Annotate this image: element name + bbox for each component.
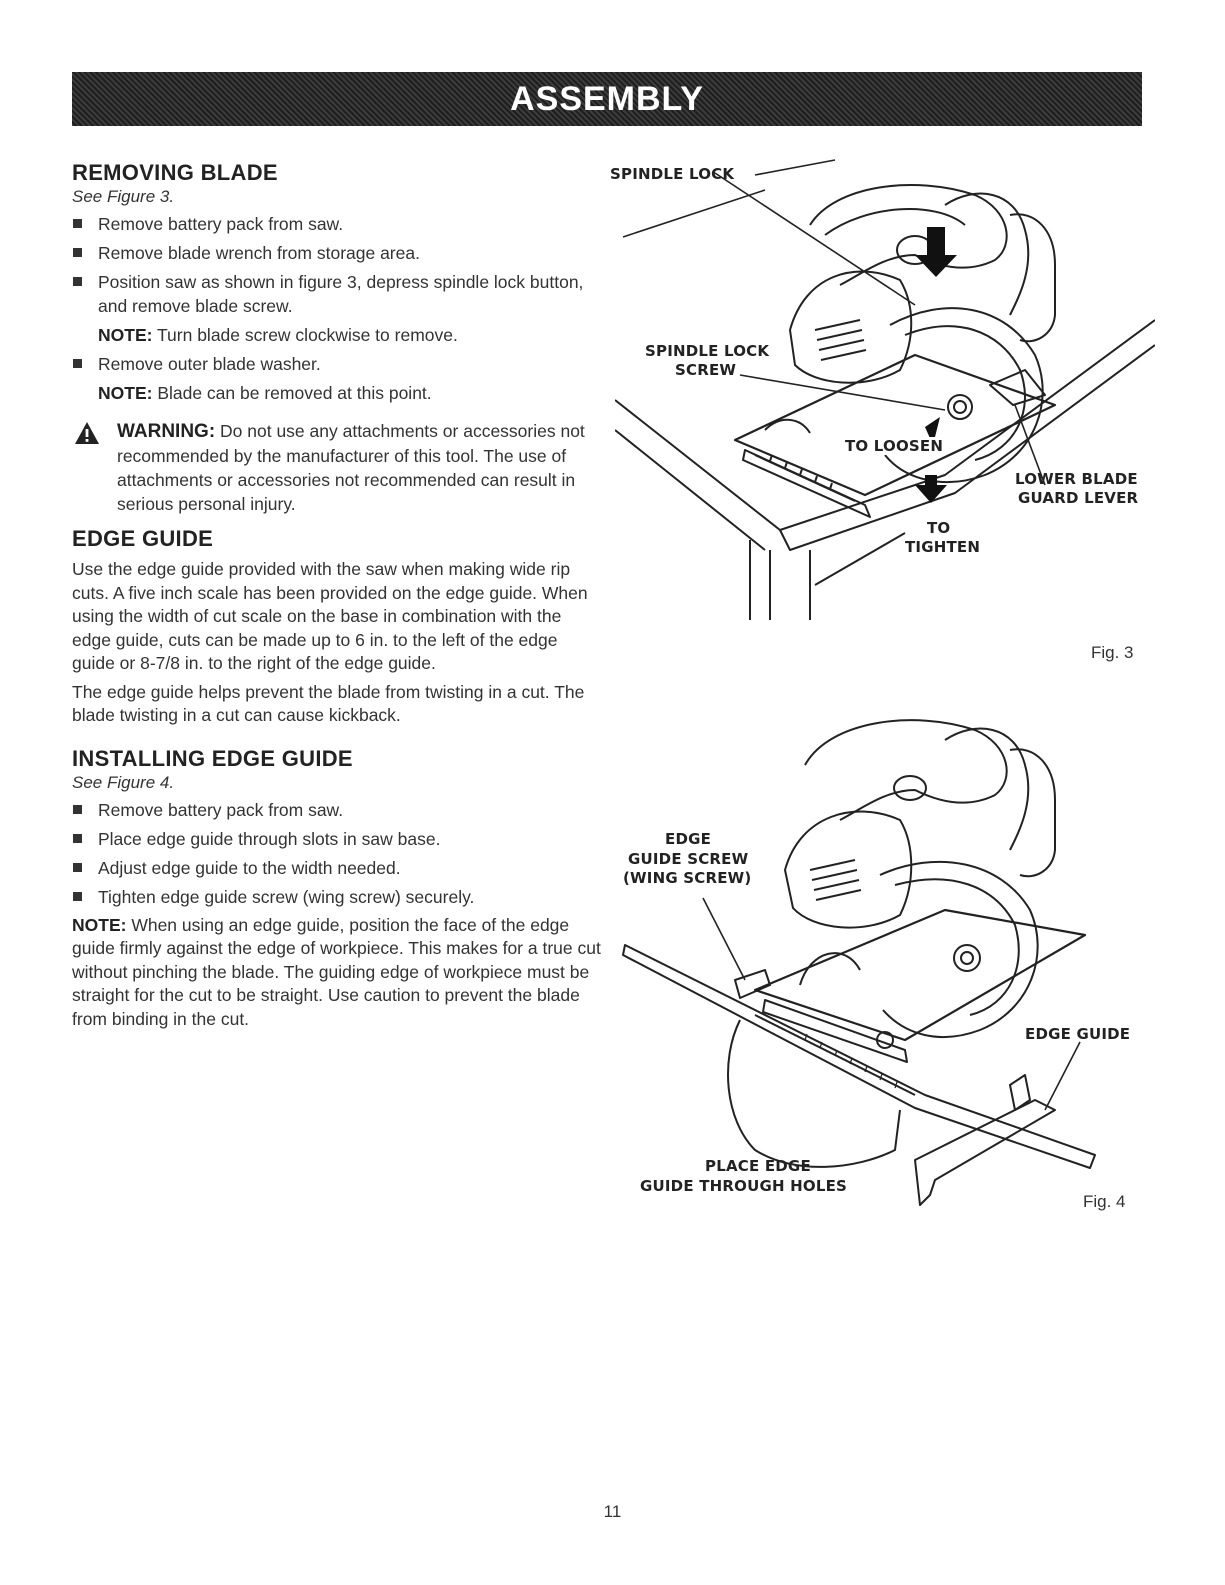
bullet-square-icon [73,833,82,843]
removing-blade-steps: Remove battery pack from saw. Remove bla… [72,212,602,318]
list-item: Adjust edge guide to the width needed. [72,856,602,880]
bullet-square-icon [73,804,82,814]
bullet-square-icon [73,248,82,257]
note-edge-guide: NOTE: When using an edge guide, position… [72,914,601,1029]
figure-3: SPINDLE LOCK SPINDLE LOCK SCREW TO LOOSE… [610,155,1155,665]
saw-edge-guide-illustration [622,719,1096,1206]
bullet-square-icon [73,862,82,872]
warning-text: Do not use any attachments or accessorie… [117,421,585,514]
installing-edge-guide-figure-ref: See Figure 4. [72,772,175,792]
list-item: Place edge guide through slots in saw ba… [72,827,602,851]
removing-blade-figure-ref: See Figure 3. [72,187,175,206]
removing-blade-steps-continued: Remove outer blade washer. [72,352,602,376]
list-item: Tighten edge guide screw (wing screw) se… [72,885,602,909]
callout-lower-blade-guard-line2: GUARD LEVER [1018,489,1139,507]
bullet-square-icon [73,219,82,228]
callout-spindle-lock-screw-line2: SCREW [675,361,737,379]
callout-edge-guide: EDGE GUIDE [1025,1025,1131,1043]
bullet-square-icon [73,359,82,368]
callout-edge-guide-screw-line2: GUIDE SCREW [628,850,749,868]
callout-edge-guide-screw-line1: EDGE [665,830,712,848]
installing-edge-guide-heading: INSTALLING EDGE GUIDE [72,745,353,771]
installing-edge-guide-steps: Remove battery pack from saw. Place edge… [72,798,602,909]
bullet-square-icon [73,277,82,286]
warning-block: WARNING: Do not use any attachments or a… [72,419,602,516]
callout-edge-guide-screw-line3: (WING SCREW) [623,869,752,887]
section-title: ASSEMBLY [510,79,704,118]
callout-to-tighten-line2: TIGHTEN [905,538,981,556]
note-blade-removed: NOTE: Blade can be removed at this point… [98,383,432,403]
figure-4: EDGE GUIDE SCREW (WING SCREW) EDGE GUIDE… [615,680,1155,1215]
warning-triangle-icon [75,422,99,444]
saw-spindle-illustration [615,159,1155,620]
list-item: Remove battery pack from saw. [72,212,602,236]
callout-spindle-lock-screw-line1: SPINDLE LOCK [645,342,770,360]
edge-guide-heading: EDGE GUIDE [72,526,214,551]
callout-lower-blade-guard-line1: LOWER BLADE [1015,470,1138,488]
list-item: Remove blade wrench from storage area. [72,241,602,265]
figure-4-caption: Fig. 4 [1083,1192,1126,1211]
callout-spindle-lock: SPINDLE LOCK [610,165,735,183]
callout-place-edge-guide-line1: PLACE EDGE [705,1157,811,1175]
callout-place-edge-guide-line2: GUIDE THROUGH HOLES [640,1177,848,1195]
warning-label: WARNING: [117,421,216,442]
callout-to-tighten-line1: TO [927,519,951,537]
list-item: Position saw as shown in figure 3, depre… [72,270,602,318]
page-number: 11 [603,1502,622,1521]
list-item: Remove battery pack from saw. [72,798,602,822]
note-blade-screw: NOTE: Turn blade screw clockwise to remo… [98,325,458,345]
list-item: Remove outer blade washer. [72,352,602,376]
removing-blade-heading: REMOVING BLADE [72,160,278,185]
instructions-column: REMOVING BLADE See Figure 3. Remove batt… [72,160,602,1031]
bullet-square-icon [73,891,82,901]
section-banner: ASSEMBLY [72,72,1142,126]
callout-to-loosen: TO LOOSEN [843,437,946,455]
edge-guide-paragraph-1: Use the edge guide provided with the saw… [72,559,588,673]
edge-guide-paragraph-2: The edge guide helps prevent the blade f… [72,681,585,726]
figure-3-caption: Fig. 3 [1091,643,1134,662]
